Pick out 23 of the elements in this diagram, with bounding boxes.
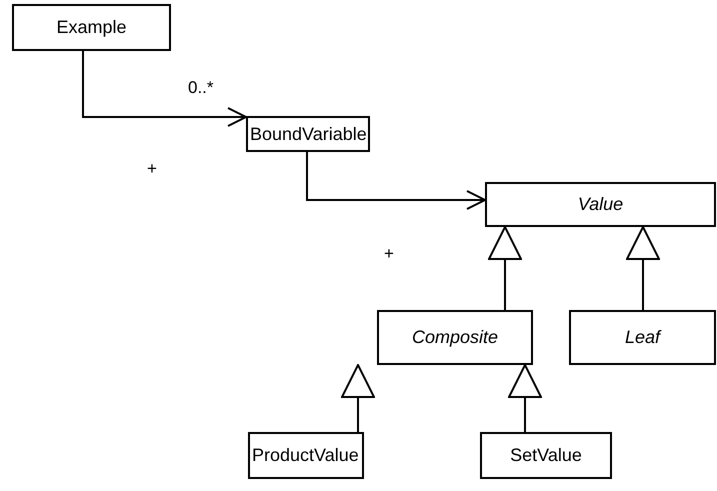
class-box [480,432,612,479]
association-arrow [82,51,247,127]
inheritance-arrow [341,364,375,432]
class-box [377,310,533,365]
association-arrow [306,152,486,210]
class-box [569,310,716,365]
inheritance-arrow [488,226,522,310]
class-box [12,4,171,51]
inheritance-arrow [626,226,660,310]
class-box [248,432,364,479]
class-name: ProductValue [252,444,359,467]
visibility-label: + [147,160,157,177]
class-box [246,116,370,152]
class-name: SetValue [510,444,582,467]
class-name: Value [578,193,624,216]
class-name: Example [56,16,127,39]
class-name: Composite [412,326,498,349]
class-box [485,182,716,227]
class-name: Leaf [624,326,660,349]
inheritance-arrow [508,364,542,432]
class-name: BoundVariable [250,122,367,146]
multiplicity-label: 0..* [188,79,214,96]
visibility-label: + [384,245,394,262]
